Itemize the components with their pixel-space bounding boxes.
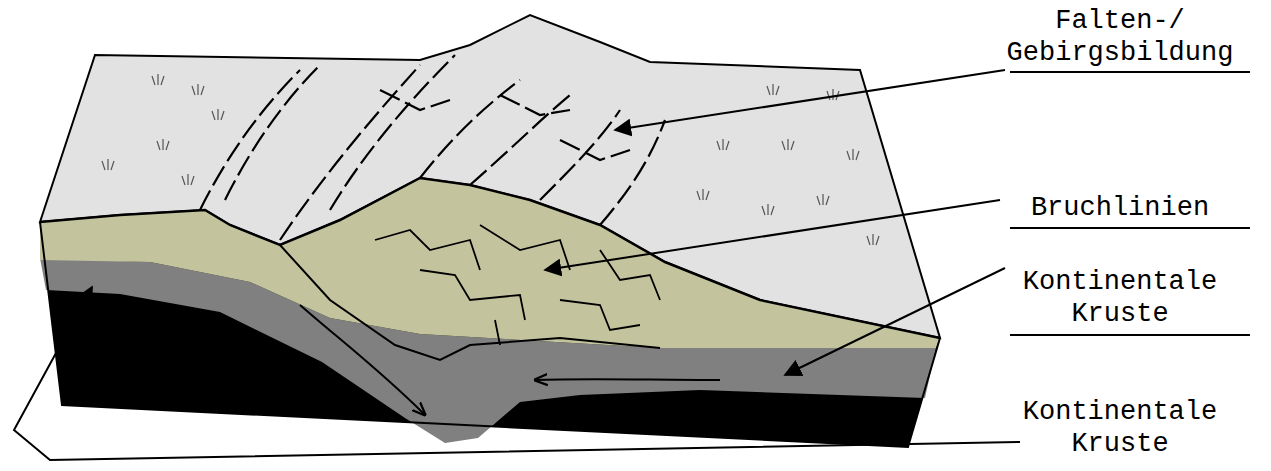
front-profile bbox=[40, 178, 940, 338]
fault-lines bbox=[375, 225, 660, 345]
slab-boundary bbox=[280, 245, 660, 360]
mantle-layer bbox=[40, 178, 940, 447]
upper-crust-layer bbox=[40, 178, 940, 348]
callout-label: Kontinentale Kruste bbox=[985, 396, 1255, 460]
fold-ridges bbox=[200, 55, 665, 240]
callout-label: Bruchlinien bbox=[985, 192, 1255, 224]
callout-label: Falten-/ Gebirgsbildung bbox=[985, 5, 1255, 69]
block-outline bbox=[40, 222, 940, 447]
motion-arrow bbox=[300, 305, 425, 415]
leader-lines bbox=[14, 70, 1020, 460]
callout-label: Kontinentale Kruste bbox=[985, 266, 1255, 330]
grass-tufts bbox=[102, 74, 879, 245]
motion-arrow bbox=[535, 378, 720, 381]
